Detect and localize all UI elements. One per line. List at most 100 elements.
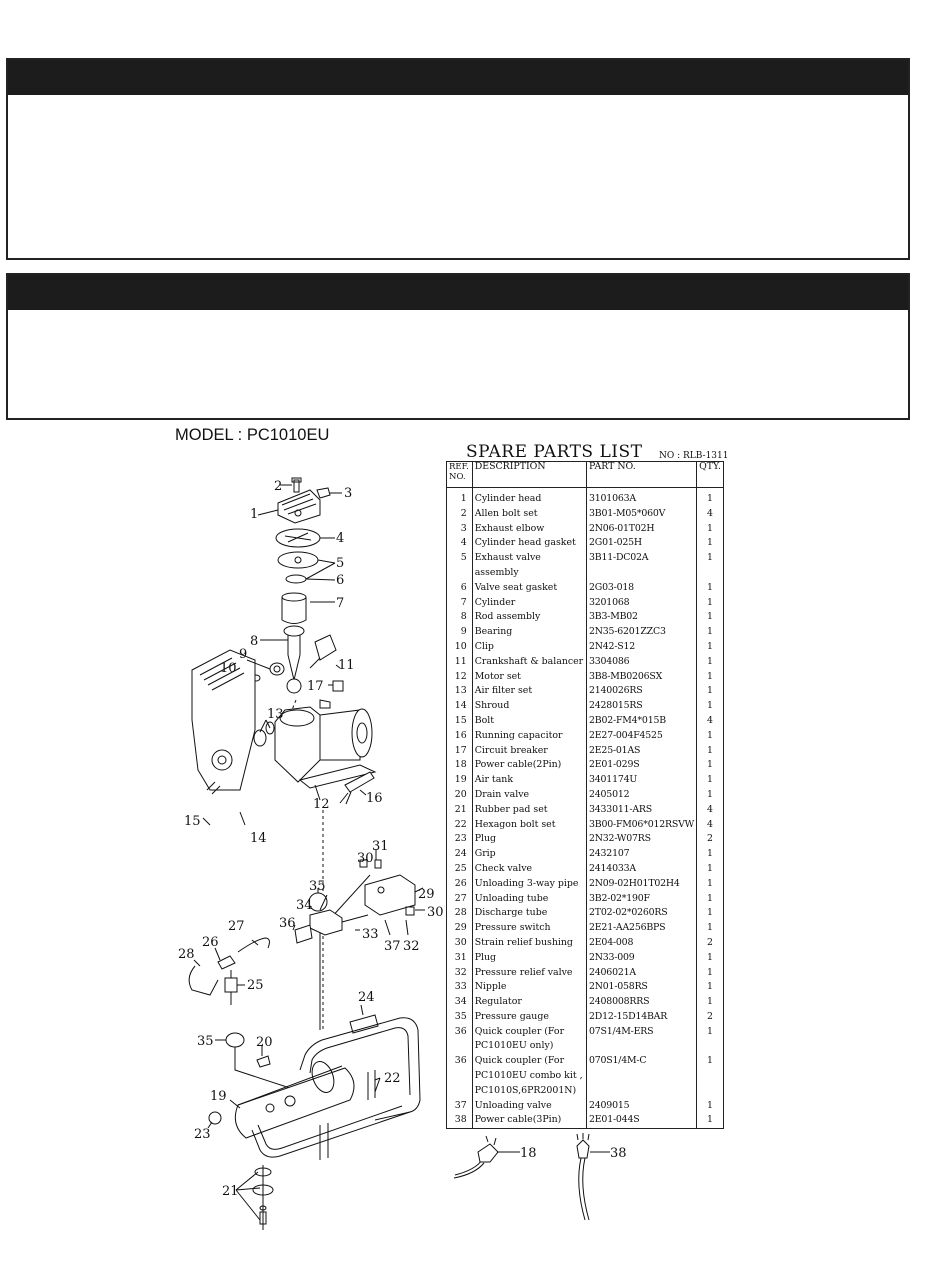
description-cell: Rod assembly bbox=[472, 610, 588, 626]
part-no-cell: 2D12-15D14BAR bbox=[586, 1009, 698, 1025]
part-no-cell: 3B2-02*190F bbox=[586, 891, 698, 907]
callout-17: 17 bbox=[307, 679, 324, 694]
callout-29: 29 bbox=[418, 887, 435, 902]
description-cell: Shroud bbox=[472, 699, 588, 714]
ref-cell: 14 bbox=[446, 699, 473, 714]
part-no-cell: 2N32-W07RS bbox=[586, 832, 698, 848]
description-cell: Bearing bbox=[472, 625, 588, 640]
ref-cell: 26 bbox=[446, 876, 473, 892]
part-no-cell: 3101063A bbox=[586, 492, 698, 507]
ref-cell: 35 bbox=[446, 1009, 473, 1025]
callout-9: 9 bbox=[239, 647, 247, 662]
ref-cell: 19 bbox=[446, 773, 473, 788]
qty-cell: 1 bbox=[707, 729, 714, 741]
description-cell: Power cable(2Pin) bbox=[472, 758, 588, 774]
qty-cell: 2 bbox=[707, 936, 714, 948]
qty-cell: 1 bbox=[707, 493, 714, 504]
table-header-row: REF. NO. DESCRIPTION PART NO. QTY. bbox=[446, 461, 724, 488]
part-no-cell: 2G03-018 bbox=[586, 580, 698, 596]
callout-34: 34 bbox=[296, 898, 313, 913]
ref-cell: 28 bbox=[446, 906, 473, 922]
qty-cell: 1 bbox=[707, 522, 714, 534]
description-cell: Hexagon bolt set bbox=[472, 817, 588, 833]
qty-cell: 1 bbox=[707, 996, 714, 1008]
ref-cell: 7 bbox=[446, 595, 473, 611]
qty-cell: 1 bbox=[707, 626, 714, 638]
part-no-cell: 3B8-MB0206SX bbox=[586, 669, 698, 685]
qty-cell: 1 bbox=[707, 966, 714, 978]
ref-cell: 36 bbox=[446, 1054, 473, 1099]
description-cell: Exhaust elbow bbox=[472, 521, 588, 537]
qty-cell: 1 bbox=[707, 877, 714, 889]
notice-box-top-header bbox=[8, 60, 908, 95]
part-no-cell: 2T02-02*0260RS bbox=[586, 906, 698, 922]
part-no-cell: 2N33-009 bbox=[586, 950, 698, 966]
qty-cell: 1 bbox=[707, 744, 714, 756]
ref-cell: 31 bbox=[446, 950, 473, 966]
power-cable-illustrations: 18 38 bbox=[453, 1133, 627, 1221]
callout-5: 5 bbox=[336, 556, 344, 571]
qty-cell: 4 bbox=[707, 803, 714, 815]
qty-cell: 1 bbox=[707, 552, 714, 564]
part-no-cell: 2E21-AA256BPS bbox=[586, 921, 698, 936]
ref-cell: 37 bbox=[446, 1098, 473, 1114]
description-cell: Quick coupler (For PC1010EU combo kit , … bbox=[472, 1054, 588, 1099]
part-no-cell: 2N01-058RS bbox=[586, 980, 698, 996]
qty-cell: 1 bbox=[707, 670, 714, 682]
description-cell: Cylinder head bbox=[472, 492, 588, 507]
ref-cell: 27 bbox=[446, 891, 473, 907]
callout-1: 1 bbox=[250, 507, 258, 522]
callout-22: 22 bbox=[384, 1071, 401, 1086]
part-no-cell: 2408008RRS bbox=[586, 995, 698, 1010]
description-cell: Motor set bbox=[472, 669, 588, 685]
ref-cell: 36 bbox=[446, 1024, 473, 1055]
description-cell: Cylinder head gasket bbox=[472, 536, 588, 552]
qty-cell: 1 bbox=[707, 700, 714, 712]
description-cell: Valve seat gasket bbox=[472, 580, 588, 596]
ref-cell: 20 bbox=[446, 787, 473, 803]
qty-cell: 1 bbox=[707, 892, 714, 904]
part-no-cell: 070S1/4M-C bbox=[586, 1054, 698, 1099]
spare-parts-title: SPARE PARTS LIST bbox=[466, 442, 643, 462]
ref-cell: 21 bbox=[446, 802, 473, 818]
callout-20: 20 bbox=[256, 1035, 273, 1050]
ref-cell: 6 bbox=[446, 580, 473, 596]
description-cell: Drain valve bbox=[472, 787, 588, 803]
qty-cell: 1 bbox=[707, 685, 714, 697]
callout-37: 37 bbox=[384, 939, 401, 954]
table-spacer-row bbox=[446, 487, 724, 492]
notice-box-middle-header bbox=[8, 275, 908, 310]
ref-no-header: REF. NO. bbox=[446, 461, 473, 488]
part-no-cell: 2N06-01T02H bbox=[586, 521, 698, 537]
part-no-cell: 2414033A bbox=[586, 861, 698, 877]
qty-header: QTY. bbox=[696, 461, 724, 488]
qty-cell: 1 bbox=[707, 774, 714, 786]
callout-33: 33 bbox=[362, 927, 379, 942]
callout-35b: 35 bbox=[197, 1034, 214, 1049]
callout-8: 8 bbox=[250, 634, 258, 649]
description-cell: Unloading tube bbox=[472, 891, 588, 907]
part-no-cell: 2428015RS bbox=[586, 699, 698, 714]
ref-cell: 30 bbox=[446, 935, 473, 951]
part-no-cell: 2405012 bbox=[586, 787, 698, 803]
qty-cell: 1 bbox=[707, 922, 714, 934]
description-cell: Pressure relief valve bbox=[472, 965, 588, 981]
callout-30a: 30 bbox=[357, 851, 374, 866]
